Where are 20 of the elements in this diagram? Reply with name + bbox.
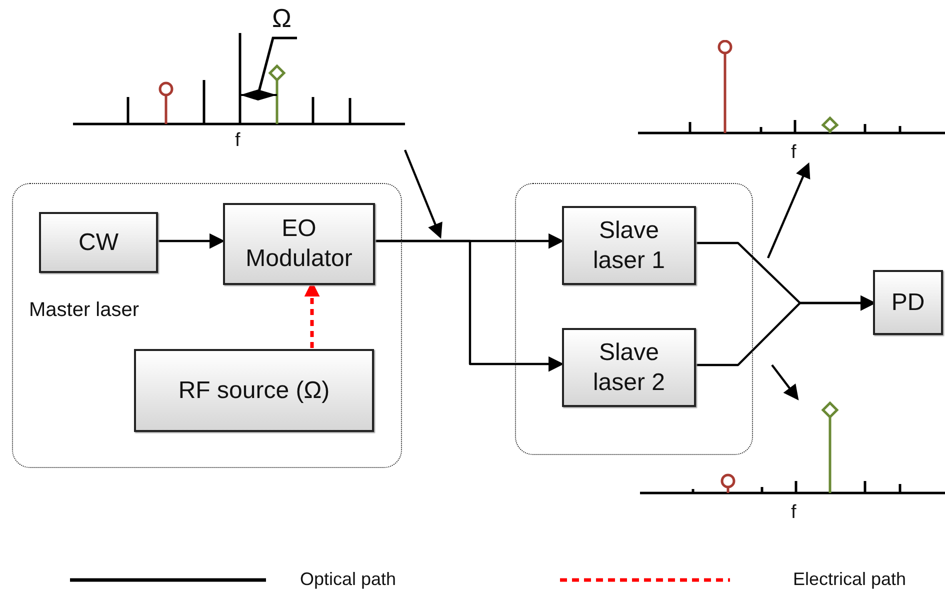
process-box: Slave laser 1	[562, 206, 696, 285]
process-box: CW	[39, 212, 158, 273]
dotted-group-box	[12, 183, 402, 468]
arrow	[374, 240, 564, 372]
group-label: Master laser	[29, 299, 140, 322]
axis-label: f	[791, 143, 796, 162]
arrow	[771, 364, 799, 400]
process-box: Slave laser 2	[562, 328, 696, 407]
process-box: PD	[873, 270, 943, 335]
process-box: RF source (Ω)	[134, 349, 374, 432]
axis-label: f	[791, 503, 796, 522]
axis-label: f	[235, 131, 240, 150]
process-box: EO Modulator	[223, 203, 375, 285]
arrow	[404, 150, 442, 239]
arrow	[157, 233, 225, 249]
arrow	[766, 162, 810, 258]
legend-label: Optical path	[300, 569, 396, 590]
legend-label: Electrical path	[793, 569, 906, 590]
dotted-group-box	[515, 183, 753, 455]
spacing-label: Ω	[272, 5, 292, 31]
